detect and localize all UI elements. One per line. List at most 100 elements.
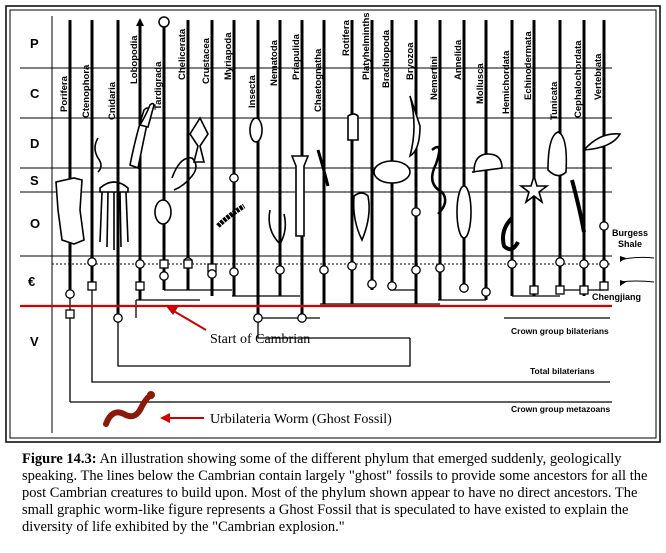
period-label-silurian: S xyxy=(30,173,39,188)
phylum-label-nematoda: Nematoda xyxy=(269,39,280,86)
chengjiang-label: Chengjiang xyxy=(592,292,641,302)
phylum-label-myriapoda: Myriapoda xyxy=(223,32,234,80)
start-cambrian-arrow xyxy=(171,309,207,331)
fossil-circle-marker xyxy=(113,313,123,323)
rotifer-icon xyxy=(347,113,359,141)
phylum-label-porifera: Porifera xyxy=(59,75,70,112)
fossil-circle-marker xyxy=(65,289,75,299)
fossil-circle-marker xyxy=(229,267,239,277)
fossil-square-marker xyxy=(555,285,565,295)
fossil-circle-marker xyxy=(459,283,469,293)
caption-text: An illustration showing some of the diff… xyxy=(22,451,648,535)
start-cambrian-arrowhead xyxy=(166,306,178,315)
sponge-icon xyxy=(55,177,85,245)
nematode-icon xyxy=(268,209,287,246)
fossil-circle-marker xyxy=(135,259,145,269)
fossil-square-marker xyxy=(579,285,589,295)
phylum-label-priapulida: Priapulida xyxy=(291,33,302,80)
outer-border xyxy=(5,5,661,443)
period-label-devonian: D xyxy=(30,136,39,151)
phylum-label-mollusca: Mollusca xyxy=(475,63,486,104)
tunicate-icon xyxy=(547,131,568,177)
period-label-vendian: V xyxy=(30,334,39,349)
period-label-permian: P xyxy=(30,36,39,51)
phylum-label-crustacea: Crustacea xyxy=(201,37,212,84)
phylum-label-hemichordata: Hemichordata xyxy=(501,50,512,114)
fossil-circle-marker xyxy=(253,313,263,323)
brachiopod-icon xyxy=(373,160,411,184)
fossil-circle-marker xyxy=(555,257,565,267)
myriapod-icon xyxy=(216,203,246,228)
phylum-label-chelicerata: Chelicerata xyxy=(177,28,188,80)
fossil-circle-marker xyxy=(481,287,491,297)
fossil-circle-marker xyxy=(367,279,377,289)
burgess-arrowhead xyxy=(620,256,626,262)
lancelet-icon xyxy=(570,179,586,233)
fossil-square-marker xyxy=(183,259,193,269)
total-bilaterians-label: Total bilaterians xyxy=(530,366,595,376)
fossil-circle-marker xyxy=(275,265,285,275)
phylum-label-vertebrata: Vertebrata xyxy=(593,53,604,100)
phylum-label-cnidaria: Cnidaria xyxy=(107,81,118,120)
chengjiang-arrowhead xyxy=(620,280,626,286)
phylum-label-chaetognatha: Chaetognatha xyxy=(313,48,324,112)
phylum-label-bryozoa: Bryozoa xyxy=(405,42,416,80)
annelid-icon xyxy=(456,185,472,239)
caption-label: Figure 14.3: xyxy=(22,451,97,467)
start-cambrian-label: Start of Cambrian xyxy=(210,332,310,347)
flatworm-icon xyxy=(352,192,370,242)
fossil-circle-marker xyxy=(207,269,217,279)
fossil-circle-marker xyxy=(411,265,421,275)
fossil-square-marker xyxy=(87,281,97,291)
lobopod-icon xyxy=(138,102,155,128)
phylum-label-ctenophora: Ctenophora xyxy=(81,64,92,118)
crown-bilaterians-label: Crown group bilaterians xyxy=(511,326,609,336)
fossil-markers xyxy=(65,173,609,323)
comb-jelly-icon xyxy=(94,137,102,173)
insect-icon xyxy=(249,117,263,143)
fossil-square-marker xyxy=(599,281,609,291)
fossil-circle-marker xyxy=(507,259,517,269)
burgess-label-word1: Burgess xyxy=(612,228,648,238)
starfish-icon xyxy=(518,173,550,205)
urbilateria-worm-icon xyxy=(103,393,153,427)
fossil-circle-marker xyxy=(347,261,357,271)
fossil-circle-marker xyxy=(599,221,609,231)
jellyfish-icon xyxy=(99,181,129,250)
phylum-label-tunicata: Tunicata xyxy=(549,81,560,120)
fossil-circle-marker xyxy=(87,257,97,267)
fossil-circle-marker xyxy=(579,259,589,269)
tardigrade-icon xyxy=(154,199,172,225)
phylum-label-nemertini: Nemertini xyxy=(429,56,440,100)
burgess-label-word2: Shale xyxy=(618,239,642,249)
fossil-circle-marker xyxy=(435,263,445,273)
nemertean-icon xyxy=(430,145,447,215)
fossil-circle-marker xyxy=(599,259,609,269)
fish-icon xyxy=(582,133,622,151)
urbilateria-worm-head xyxy=(147,391,155,399)
phylum-label-brachiopoda: Brachiopoda xyxy=(381,29,392,88)
urbilateria-label: Urbilateria Worm (Ghost Fossil) xyxy=(210,412,392,427)
lineage-lines xyxy=(68,16,606,318)
tardigrada-top-marker xyxy=(158,16,170,28)
scorpion-icon xyxy=(171,157,197,191)
snail-icon xyxy=(471,153,503,173)
fossil-circle-marker xyxy=(159,271,169,281)
phylum-label-rotifera: Rotifera xyxy=(341,19,352,56)
bryozoan-icon xyxy=(408,95,421,158)
fossil-square-marker xyxy=(135,281,145,291)
inner-border xyxy=(9,9,657,439)
phylum-label-echinodermata: Echinodermata xyxy=(523,31,534,100)
phylum-label-platyhelminths: Platyhelminths xyxy=(361,12,372,80)
acorn-worm-icon xyxy=(501,216,520,252)
period-label-carboniferous: C xyxy=(30,86,40,101)
fossil-square-marker xyxy=(65,309,75,319)
fossil-circle-marker xyxy=(319,265,329,275)
crustacean-icon xyxy=(189,116,209,163)
phylum-label-tardigrada: Tardigrada xyxy=(153,61,164,110)
organism-silhouettes xyxy=(55,95,622,252)
lobopodia-arrowhead xyxy=(136,18,144,26)
fossil-square-marker xyxy=(159,259,169,269)
